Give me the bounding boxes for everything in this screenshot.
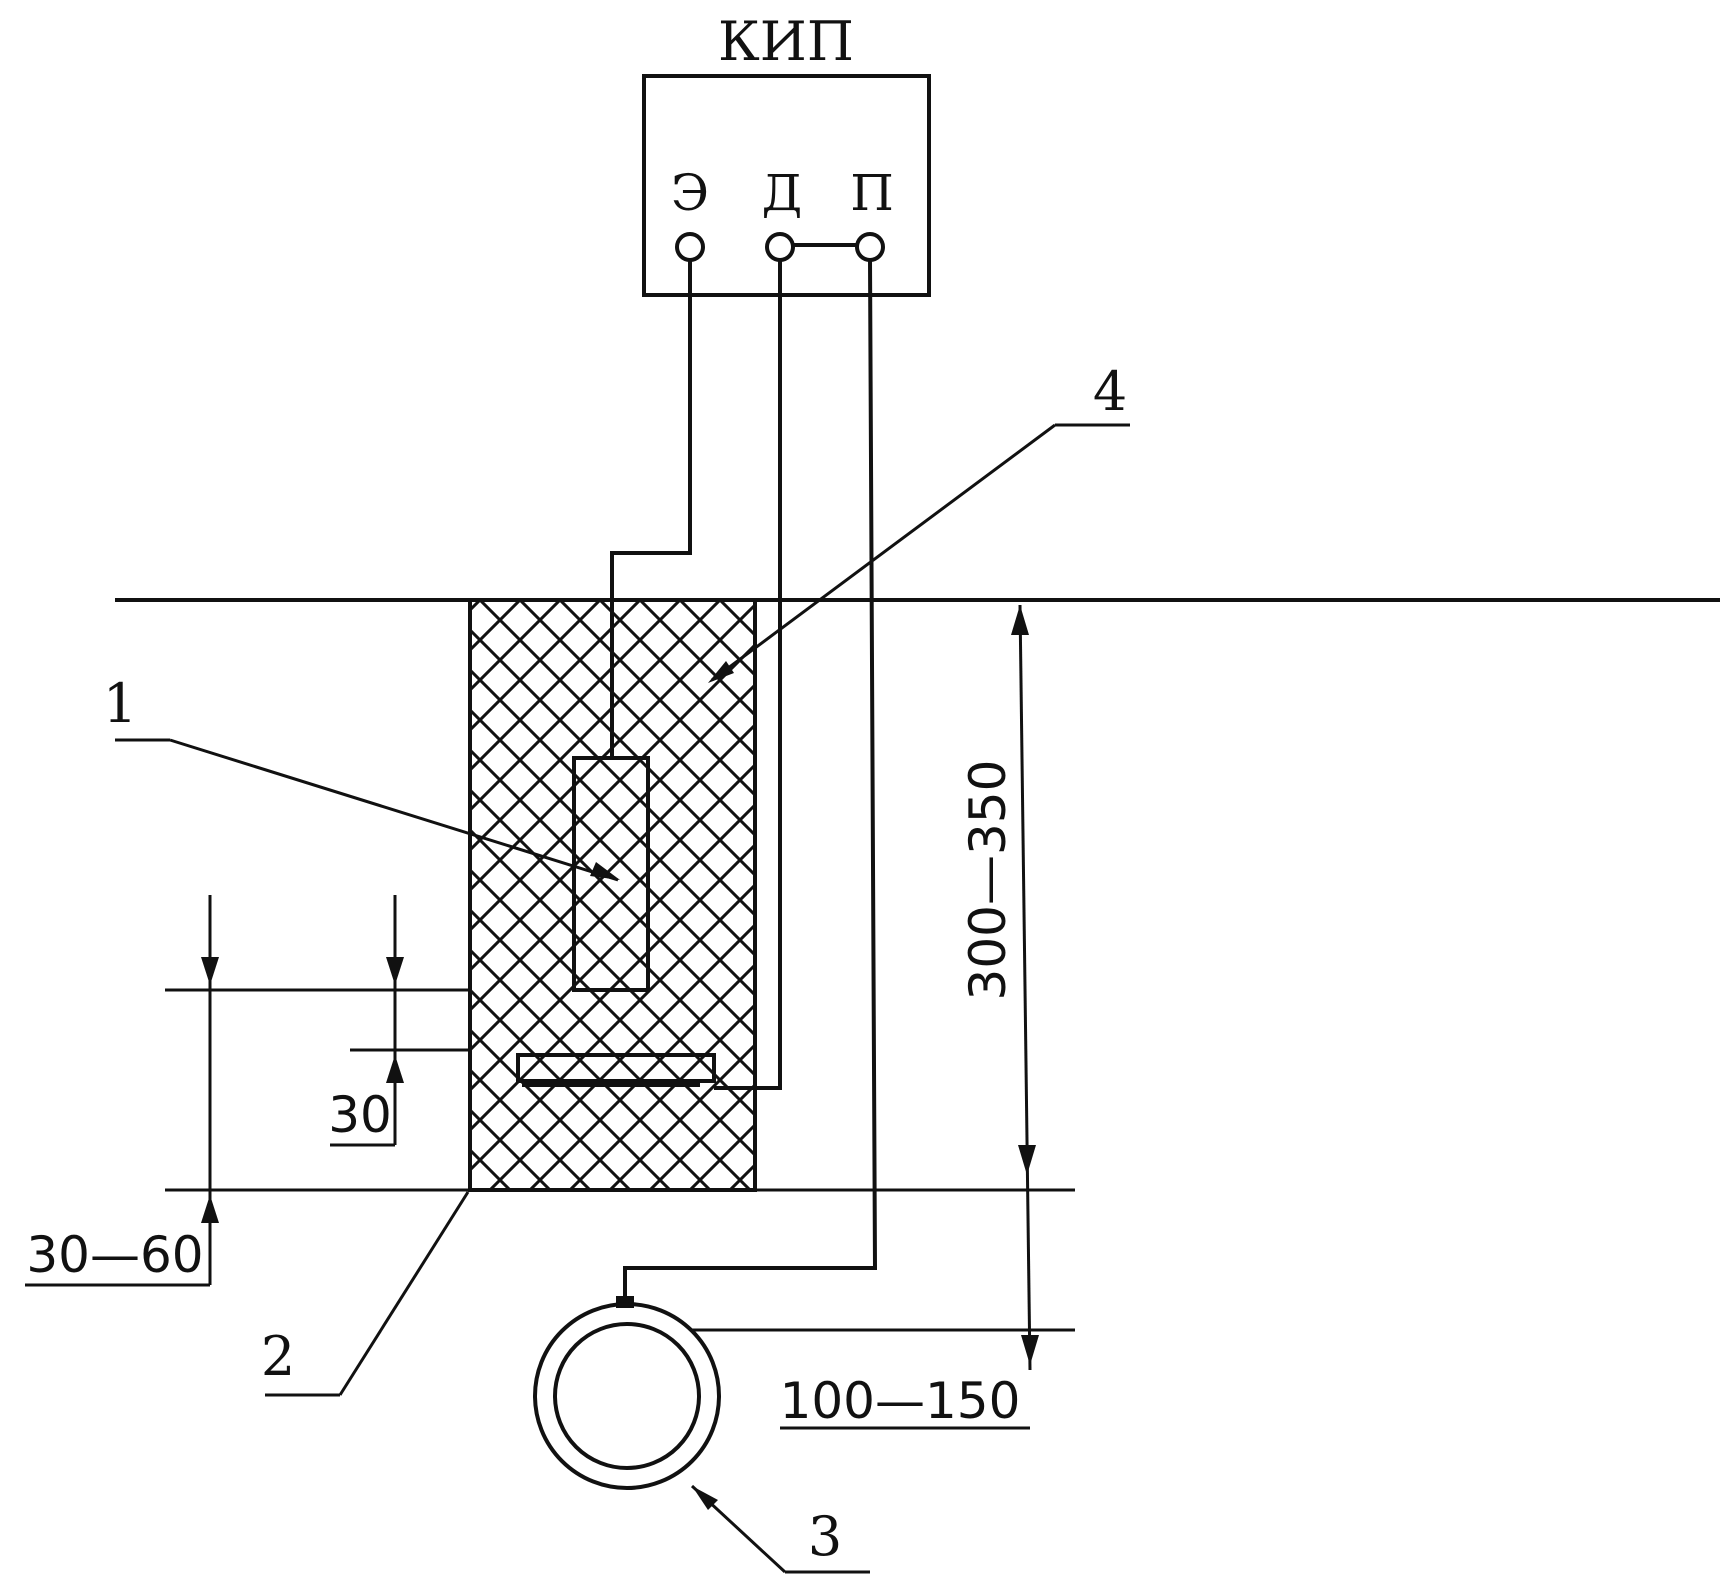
- callout-4-arrow: [708, 661, 734, 683]
- dim-label-bottom-layer: 30—60: [26, 1226, 203, 1284]
- terminal-label-d: Д: [762, 164, 803, 222]
- dim-arrow-3060-top: [201, 957, 219, 985]
- dim-arrow-top: [1011, 605, 1029, 635]
- callout-1-label: 1: [103, 672, 137, 735]
- pipe-inner: [553, 1322, 701, 1470]
- terminal-d: [765, 232, 795, 262]
- dim-label-depth: 300—350: [959, 760, 1017, 1001]
- callout-3-label: 3: [808, 1505, 842, 1568]
- callout-3-arrow: [692, 1486, 718, 1510]
- callout-1-leader: [169, 738, 619, 882]
- meter-box-title: КИП: [718, 10, 854, 73]
- dim-arrow-mid: [1018, 1145, 1036, 1175]
- callout-2-leader: [338, 1191, 470, 1396]
- dim-arrow-30-bottom: [386, 1055, 404, 1083]
- terminal-label-e: Э: [671, 164, 709, 222]
- dim-label-plate-offset: 30: [328, 1086, 392, 1144]
- wire-electrode: [610, 260, 692, 758]
- callout-2-label: 2: [261, 1325, 295, 1388]
- callout-4-leader: [711, 423, 1056, 682]
- dim-arrow-30-top: [386, 957, 404, 985]
- meter-box: [642, 74, 931, 297]
- dim-arrow-3060-bottom: [201, 1195, 219, 1223]
- terminal-label-p: П: [850, 164, 894, 222]
- dim-arrow-bottom: [1021, 1335, 1039, 1365]
- wire-pipe: [623, 259, 878, 1298]
- wire-sensor: [714, 260, 782, 1090]
- dim-line-depth: [1018, 604, 1032, 1371]
- callout-4-label: 4: [1093, 360, 1127, 423]
- dim-label-pipe-clearance: 100—150: [780, 1372, 1021, 1430]
- callout-1-arrow: [590, 862, 620, 880]
- terminal-p: [855, 232, 885, 262]
- terminal-e: [675, 232, 705, 262]
- pipe-outer: [533, 1302, 721, 1490]
